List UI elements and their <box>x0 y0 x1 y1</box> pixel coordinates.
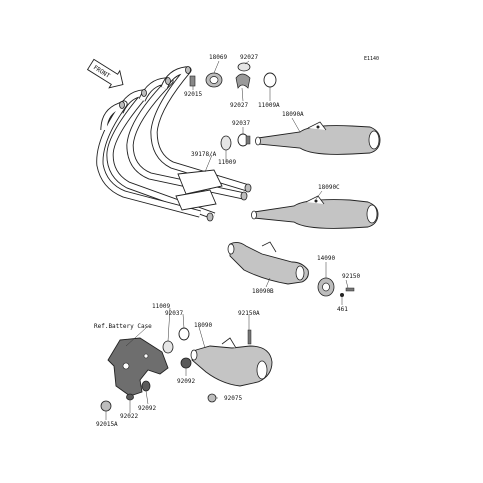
leader-lines <box>105 60 349 420</box>
bushing-92092-a <box>180 357 192 369</box>
gasket-11009-low <box>162 340 174 354</box>
muffler-18090A <box>255 121 381 155</box>
label-92022: 92022 <box>120 413 138 420</box>
label-92150A: 92150A <box>238 310 260 317</box>
stud-92015-top <box>189 75 196 87</box>
clamp-92037-low <box>178 327 190 341</box>
collar-92027-top <box>237 62 251 72</box>
label-39178A: 39178/A <box>191 151 217 158</box>
label-92150: 92150 <box>342 273 360 280</box>
front-marker: FRONT <box>86 58 124 89</box>
washer-461 <box>340 293 344 297</box>
damper-14090 <box>317 277 335 297</box>
label-18090C: 18090C <box>318 184 340 191</box>
label-92027-mid: 92027 <box>230 102 248 109</box>
label-92037-top: 92037 <box>232 120 250 127</box>
clamp-11009A <box>263 72 277 88</box>
bolt-92150 <box>345 287 355 292</box>
clamp-92037-top <box>237 133 251 147</box>
nut-92015A <box>100 400 112 412</box>
diagram-code: E1140 <box>364 56 379 62</box>
bolt-92150A <box>247 329 252 345</box>
muffler-18090 <box>190 337 273 387</box>
label-18069: 18069 <box>209 54 227 61</box>
label-92037-low: 92037 <box>165 310 183 317</box>
split-keeper-92027 <box>235 73 251 89</box>
label-11009-low: 11009 <box>152 303 170 310</box>
gasket-18069 <box>205 72 223 88</box>
label-11009-top: 11009 <box>218 159 236 166</box>
bolt-92075 <box>207 393 217 403</box>
washer-92022 <box>126 393 134 401</box>
label-92092-a: 92092 <box>177 378 195 385</box>
gasket-11009-top <box>220 135 232 151</box>
label-92015A: 92015A <box>96 421 118 428</box>
label-ref-battery-case: Ref.Battery Case <box>94 323 152 330</box>
muffler-18090C <box>251 195 379 229</box>
label-92027-top: 92027 <box>240 54 258 61</box>
label-18090B: 18090B <box>252 288 274 295</box>
label-18090: 18090 <box>194 322 212 329</box>
muffler-bracket <box>107 337 169 397</box>
muffler-18090B <box>227 241 309 285</box>
label-92015-top: 92015 <box>184 91 202 98</box>
bushing-92092-b <box>141 380 151 392</box>
exhaust-header-pipes <box>96 66 252 222</box>
label-461: 461 <box>337 306 348 313</box>
label-92092-b: 92092 <box>138 405 156 412</box>
label-14090: 14090 <box>317 255 335 262</box>
label-18090A: 18090A <box>282 111 304 118</box>
label-11009A: 11009A <box>258 102 280 109</box>
label-92075: 92075 <box>224 395 242 402</box>
